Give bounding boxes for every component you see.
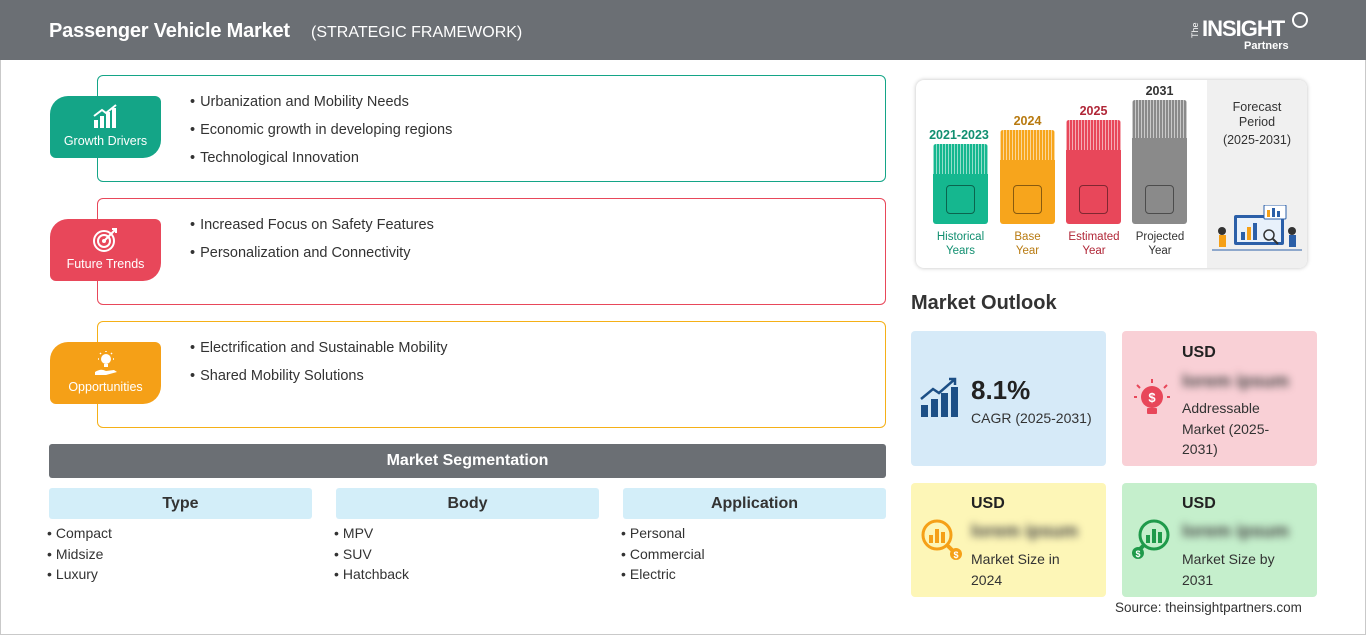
forecast-period-range: (2025-2031) — [1222, 133, 1292, 147]
svg-text:$: $ — [1148, 390, 1156, 405]
future-trends-badge: Future Trends — [50, 219, 161, 281]
segment-body-header: Body — [336, 488, 599, 519]
analyst-dashboard-illustration-icon — [1212, 205, 1302, 251]
header-bar: Passenger Vehicle Market (STRATEGIC FRAM… — [0, 0, 1366, 60]
timeline-label-base: Base Year — [1014, 231, 1041, 257]
list-item: Urbanization and Mobility Needs — [190, 94, 452, 122]
list-item: Personalization and Connectivity — [190, 245, 434, 273]
opportunities-badge: Opportunities — [50, 342, 161, 404]
addressable-description: Addressable Market (2025- 2031) — [1182, 400, 1270, 457]
market-size-2024-card: $ USD lorem ipsum Market Size in 2024 — [911, 483, 1106, 597]
market-size-2031-card: $ USD lorem ipsum Market Size by 2031 — [1122, 483, 1317, 597]
list-item: Personal — [621, 525, 705, 546]
badge-label: Future Trends — [66, 257, 145, 271]
list-item: Electric — [621, 566, 705, 587]
timeline-label-projected: Projected Year — [1135, 231, 1185, 257]
bar-chart-growth-icon — [93, 104, 117, 128]
money-lightbulb-icon: $ — [1134, 379, 1170, 414]
growth-chart-icon — [920, 377, 958, 417]
source-credit[interactable]: Source: theinsightpartners.com — [1115, 600, 1302, 615]
list-item: Luxury — [47, 566, 112, 587]
list-item: Economic growth in developing regions — [190, 122, 452, 150]
timeline-label-estimated: Estimated Year — [1068, 231, 1120, 257]
list-item: Increased Focus on Safety Features — [190, 217, 434, 245]
timeline-bar-historical — [933, 144, 988, 224]
list-item: Electrification and Sustainable Mobility — [190, 340, 447, 368]
list-item: Shared Mobility Solutions — [190, 368, 448, 396]
addressable-value-blurred: lorem ipsum — [1182, 371, 1290, 391]
page-subtitle: (STRATEGIC FRAMEWORK) — [311, 24, 523, 41]
history-clock-icon — [946, 185, 975, 214]
cagr-label: CAGR (2025-2031) — [971, 410, 1092, 426]
badge-label: Growth Drivers — [63, 134, 148, 148]
future-trends-list: Increased Focus on Safety Features Perso… — [190, 217, 434, 273]
calendar-icon — [1013, 185, 1042, 214]
list-item: Commercial — [621, 546, 705, 567]
size-2031-description: Market Size by 2031 — [1182, 551, 1275, 588]
logo-ring-icon — [1292, 12, 1308, 28]
segment-application-header: Application — [623, 488, 886, 519]
gears-chart-icon — [1079, 185, 1108, 214]
addressable-usd: USD — [1182, 344, 1216, 361]
timeline-year-projected: 2031 — [1145, 84, 1174, 98]
logo-the-text: The — [1190, 22, 1200, 38]
forecast-period-panel: Forecast Period (2025-2031) — [1207, 80, 1307, 268]
cagr-value: 8.1% — [971, 375, 1031, 405]
timeline-bar-base — [1000, 130, 1055, 224]
size-2031-usd: USD — [1182, 495, 1216, 512]
target-icon — [93, 228, 117, 252]
timeline-panel: 2021-2023 Historical Years 2024 Base Yea… — [916, 80, 1307, 268]
size-2024-usd: USD — [971, 495, 1005, 512]
opportunities-box: Electrification and Sustainable Mobility… — [97, 321, 886, 428]
list-item: Technological Innovation — [190, 150, 452, 178]
insight-partners-logo[interactable]: The INSIGHT Partners — [1190, 10, 1310, 54]
timeline-label-historical: Historical Years — [936, 231, 985, 257]
timeline-bar-projected — [1132, 100, 1187, 224]
list-item: SUV — [334, 546, 409, 567]
market-outlook-title: Market Outlook — [911, 292, 1057, 314]
growth-drivers-badge: Growth Drivers — [50, 96, 161, 158]
segment-application-list: Personal Commercial Electric — [621, 525, 705, 587]
page-title: Passenger Vehicle Market — [49, 20, 290, 42]
growth-drivers-list: Urbanization and Mobility Needs Economic… — [190, 94, 452, 178]
svg-text:$: $ — [953, 550, 958, 560]
timeline-year-estimated: 2025 — [1079, 104, 1108, 118]
presentation-board-icon — [1145, 185, 1174, 214]
size-2031-value-blurred: lorem ipsum — [1182, 521, 1290, 541]
size-2024-value-blurred: lorem ipsum — [971, 521, 1079, 541]
growth-drivers-box: Urbanization and Mobility Needs Economic… — [97, 75, 886, 182]
magnifier-chart-icon: $ — [1132, 519, 1170, 559]
market-segmentation-header: Market Segmentation — [49, 444, 886, 478]
segment-body-list: MPV SUV Hatchback — [334, 525, 409, 587]
badge-label: Opportunities — [68, 380, 143, 394]
timeline-bar-estimated — [1066, 120, 1121, 224]
magnifier-chart-icon: $ — [921, 519, 962, 560]
timeline-year-historical: 2021-2023 — [929, 128, 989, 142]
list-item: MPV — [334, 525, 409, 546]
cagr-card: 8.1% CAGR (2025-2031) — [911, 331, 1106, 466]
opportunities-list: Electrification and Sustainable Mobility… — [190, 340, 448, 396]
forecast-period-title: Forecast Period — [1232, 100, 1282, 129]
list-item: Midsize — [47, 546, 112, 567]
list-item: Compact — [47, 525, 112, 546]
timeline-year-base: 2024 — [1013, 114, 1042, 128]
future-trends-box: Increased Focus on Safety Features Perso… — [97, 198, 886, 305]
segment-type-list: Compact Midsize Luxury — [47, 525, 112, 587]
size-2024-description: Market Size in 2024 — [971, 551, 1060, 588]
segment-type-header: Type — [49, 488, 312, 519]
svg-text:$: $ — [1135, 549, 1140, 559]
addressable-market-card: $ USD lorem ipsum Addressable Market (20… — [1122, 331, 1317, 466]
logo-partners-text: Partners — [1244, 40, 1289, 52]
lightbulb-hand-icon — [95, 351, 117, 375]
list-item: Hatchback — [334, 566, 409, 587]
logo-insight-text: INSIGHT — [1202, 16, 1285, 41]
